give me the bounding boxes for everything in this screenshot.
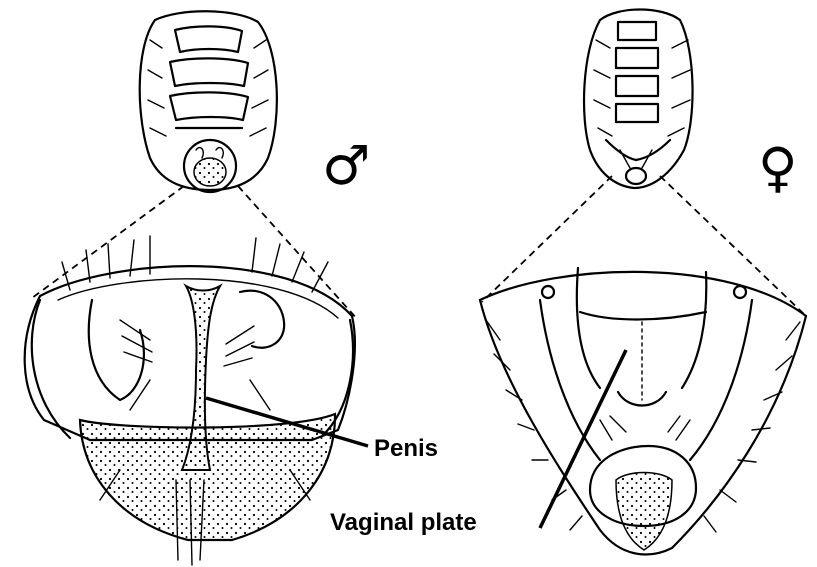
penis-label: Penis [374,435,438,462]
male-symbol: ♂ [322,134,370,197]
male-genitalia-drawing [25,236,355,565]
male-projection-line-right [238,186,358,320]
vaginal-plate-leader-line [540,350,626,528]
female-genitalia-drawing [480,268,806,554]
female-projection-line-left [482,176,612,302]
female-symbol: ♀ [758,136,798,199]
male-abdomen-drawing [140,11,277,192]
male-projection-line-left [32,186,184,298]
female-abdomen-drawing [584,10,693,189]
vaginal-plate-label: Vaginal plate [330,509,477,536]
